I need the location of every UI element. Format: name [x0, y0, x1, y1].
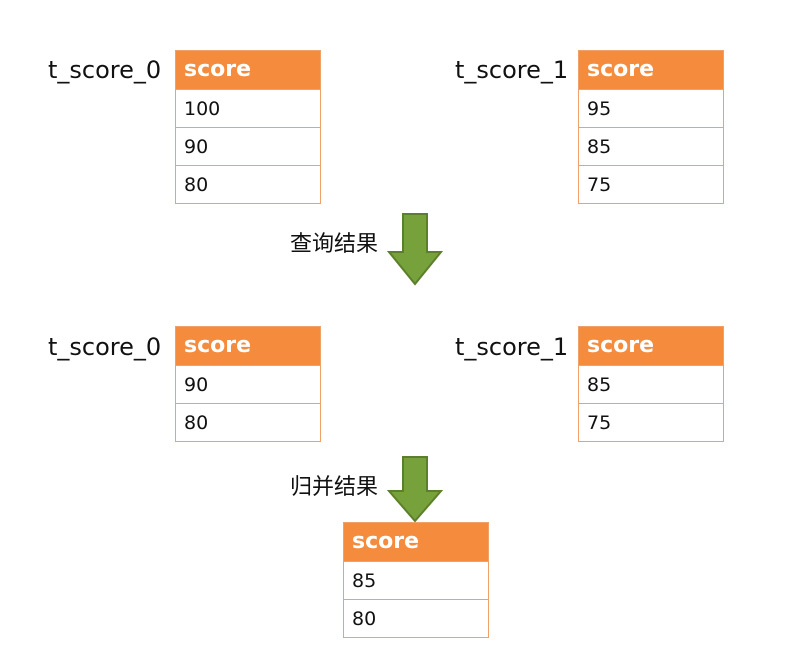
table-merged-result: score 85 80 — [343, 522, 489, 638]
table-cell: 80 — [176, 165, 320, 203]
table-cell: 90 — [176, 365, 320, 403]
column-header: score — [579, 327, 723, 365]
down-arrow-icon — [386, 456, 444, 523]
table-cell: 85 — [344, 561, 488, 599]
table-cell: 90 — [176, 127, 320, 165]
table-t-score-1-stage1: score 95 85 75 — [578, 50, 724, 204]
step-label-merge-result: 归并结果 — [290, 475, 379, 500]
table-name-t-score-1-stage1: t_score_1 — [455, 56, 569, 84]
table-name-t-score-0-stage1: t_score_0 — [48, 56, 162, 84]
table-cell: 85 — [579, 365, 723, 403]
column-header: score — [176, 327, 320, 365]
table-name-t-score-0-stage2: t_score_0 — [48, 333, 162, 361]
table-cell: 100 — [176, 89, 320, 127]
table-cell: 85 — [579, 127, 723, 165]
column-header: score — [176, 51, 320, 89]
table-t-score-0-stage2: score 90 80 — [175, 326, 321, 442]
table-cell: 75 — [579, 403, 723, 441]
table-t-score-0-stage1: score 100 90 80 — [175, 50, 321, 204]
column-header: score — [344, 523, 488, 561]
table-t-score-1-stage2: score 85 75 — [578, 326, 724, 442]
step-label-query-result: 查询结果 — [290, 232, 379, 257]
table-cell: 80 — [344, 599, 488, 637]
down-arrow-icon — [386, 213, 444, 286]
column-header: score — [579, 51, 723, 89]
table-cell: 95 — [579, 89, 723, 127]
table-cell: 75 — [579, 165, 723, 203]
table-name-t-score-1-stage2: t_score_1 — [455, 333, 569, 361]
table-cell: 80 — [176, 403, 320, 441]
